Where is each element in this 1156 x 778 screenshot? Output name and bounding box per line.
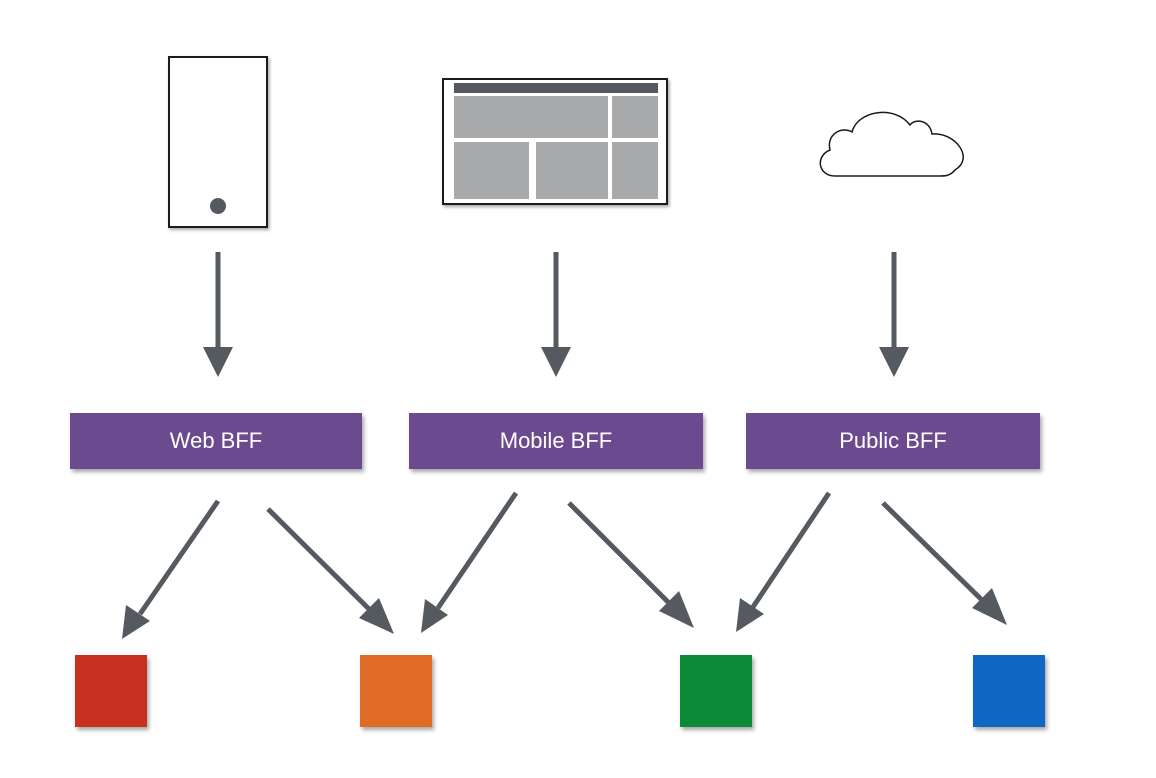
public-bff-label: Public BFF <box>839 428 947 453</box>
cloud-icon <box>819 111 964 177</box>
arrowhead <box>736 598 764 632</box>
arrow-public-bff-to-green <box>750 491 832 609</box>
service-green <box>680 655 752 727</box>
home-button-icon <box>210 198 226 214</box>
arrowhead <box>879 347 909 377</box>
service-blue <box>973 655 1045 727</box>
arrowhead <box>659 591 694 628</box>
public-bff-box: Public BFF <box>746 413 1040 469</box>
arrowhead <box>203 347 233 377</box>
client-to-bff-arrows <box>203 252 909 377</box>
arrowhead <box>122 605 150 639</box>
arrow-mobile-bff-to-green <box>567 501 674 608</box>
web-bff-label: Web BFF <box>169 428 263 453</box>
desktop-browser-icon <box>442 78 668 205</box>
arrowhead <box>541 347 571 377</box>
mobile-bff-label: Mobile BFF <box>499 428 613 453</box>
web-bff-box: Web BFF <box>70 413 362 469</box>
arrow-mobile-bff-to-orange <box>435 491 519 610</box>
service-orange <box>360 655 432 727</box>
arrowhead <box>421 599 448 633</box>
arrowhead <box>359 598 394 634</box>
arrowhead <box>972 588 1007 625</box>
arrow-web-bff-to-red <box>137 499 221 616</box>
mobile-bff-box: Mobile BFF <box>409 413 703 469</box>
mobile-phone-icon <box>168 56 268 228</box>
arrow-public-bff-to-blue <box>881 501 987 605</box>
arrow-web-bff-to-orange <box>266 507 374 614</box>
bff-to-service-arrows <box>122 491 1007 639</box>
service-red <box>75 655 147 727</box>
